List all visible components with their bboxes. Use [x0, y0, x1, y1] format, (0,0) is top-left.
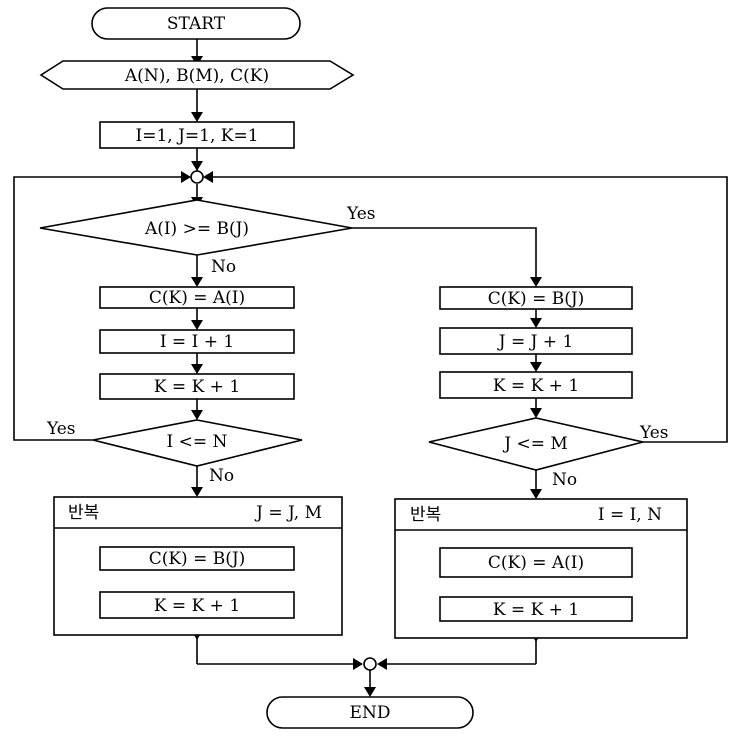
arrowhead	[530, 489, 542, 499]
yes-label-left: Yes	[46, 419, 76, 439]
right-step2-label: J = J + 1	[497, 332, 574, 352]
arrowhead	[530, 277, 542, 287]
no-label-main: No	[211, 257, 236, 277]
no-label-right: No	[552, 470, 577, 490]
right-loop-step1-label: C(K) = A(I)	[488, 553, 584, 573]
arrowhead	[191, 112, 203, 122]
start-label: START	[167, 14, 226, 34]
right-step3-label: K = K + 1	[493, 376, 579, 396]
left-step3: K = K + 1	[99, 373, 295, 400]
input-label: A(N), B(M), C(K)	[124, 66, 269, 86]
left-step1: C(K) = A(I)	[99, 286, 295, 309]
right-step1-label: C(K) = B(J)	[488, 289, 585, 309]
right-loop-step2: K = K + 1	[439, 596, 633, 622]
decision-main-label: A(I) >= B(J)	[144, 219, 249, 239]
right-loop-step2-label: K = K + 1	[493, 600, 579, 620]
left-loop-range: J = J, M	[254, 503, 322, 523]
yes-label-right: Yes	[639, 423, 669, 443]
left-loop-step2-label: K = K + 1	[154, 596, 240, 616]
arrowhead	[191, 277, 203, 287]
connector-lines	[13, 39, 728, 690]
right-decision: J <= M	[428, 417, 644, 471]
decision-main: A(I) >= B(J)	[39, 199, 353, 256]
input-node: A(N), B(M), C(K)	[39, 60, 355, 90]
left-loop-step2: K = K + 1	[99, 591, 295, 619]
left-step3-label: K = K + 1	[154, 377, 240, 397]
arrowhead	[530, 362, 542, 372]
left-decision-label: I <= N	[167, 432, 228, 452]
right-loop-step1: C(K) = A(I)	[439, 547, 633, 578]
arrowhead	[191, 320, 203, 330]
right-decision-label: J <= M	[502, 434, 568, 454]
yes-label-main: Yes	[346, 204, 376, 224]
no-label-left: No	[209, 466, 234, 486]
arrowhead	[203, 171, 213, 183]
init-process: I=1, J=1, K=1	[99, 121, 295, 149]
arrowhead	[377, 658, 387, 670]
arrowhead	[364, 687, 376, 697]
right-loop-range: I = I, N	[598, 505, 662, 525]
arrowhead	[530, 318, 542, 328]
arrowhead	[191, 487, 203, 497]
left-decision: I <= N	[92, 419, 303, 467]
arrowhead	[191, 410, 203, 420]
arrowhead	[530, 408, 542, 418]
junction-top	[190, 170, 204, 184]
right-step1: C(K) = B(J)	[439, 286, 633, 310]
init-label: I=1, J=1, K=1	[135, 126, 258, 146]
arrowhead	[353, 658, 363, 670]
left-step1-label: C(K) = A(I)	[149, 288, 245, 308]
end-label: END	[350, 703, 391, 723]
left-loop-step1-label: C(K) = B(J)	[149, 549, 246, 569]
left-step2: I = I + 1	[99, 329, 295, 354]
arrowhead	[191, 364, 203, 374]
right-step2: J = J + 1	[439, 327, 633, 355]
junction-bottom	[363, 657, 377, 671]
left-step2-label: I = I + 1	[160, 332, 234, 352]
right-step3: K = K + 1	[439, 371, 633, 399]
start-terminal: START	[91, 7, 301, 40]
arrowhead	[181, 171, 191, 183]
end-terminal: END	[266, 696, 474, 729]
left-loop-title: 반복	[68, 503, 99, 523]
arrowhead	[191, 161, 203, 171]
right-loop-title: 반복	[410, 505, 441, 525]
left-loop-step1: C(K) = B(J)	[99, 546, 295, 571]
